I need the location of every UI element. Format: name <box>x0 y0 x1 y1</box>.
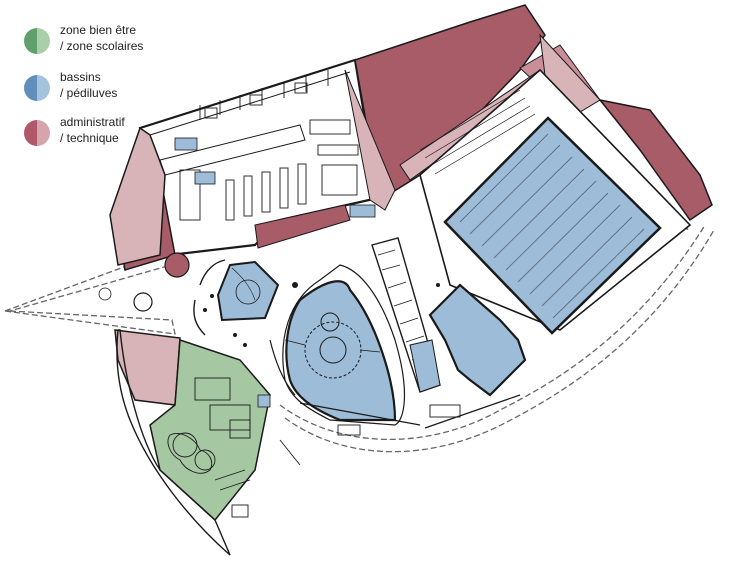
slide-lanes <box>371 237 441 393</box>
legend-label-line1: bassins <box>60 70 101 84</box>
legend-label-line2: / pédiluves <box>60 86 118 100</box>
lobby-elements <box>98 259 521 518</box>
legend-label-line1: zone bien être <box>60 23 137 37</box>
legend-label-line2: / zone scolaires <box>60 39 144 53</box>
swatch-dark <box>24 120 37 146</box>
pool-swatch-icon <box>24 75 50 101</box>
learner-pool <box>428 283 527 397</box>
cabin-row <box>199 70 329 120</box>
swatch-dark <box>24 28 37 54</box>
locker-rows <box>179 119 359 221</box>
swatch-light <box>37 28 50 54</box>
sports-pool <box>443 116 662 335</box>
wellness-swatch-icon <box>24 28 50 54</box>
legend-label-line2: / technique <box>60 131 119 145</box>
plant-markers <box>203 282 440 347</box>
swatch-light <box>37 120 50 146</box>
legend-label-line1: administratif <box>60 115 125 129</box>
swatch-light <box>37 75 50 101</box>
admin-swatch-icon <box>24 120 50 146</box>
stair-hatching <box>419 89 536 175</box>
wellness-wing <box>116 329 271 556</box>
spa-pool <box>216 260 280 322</box>
leisure-pool <box>282 264 405 426</box>
swatch-dark <box>24 75 37 101</box>
